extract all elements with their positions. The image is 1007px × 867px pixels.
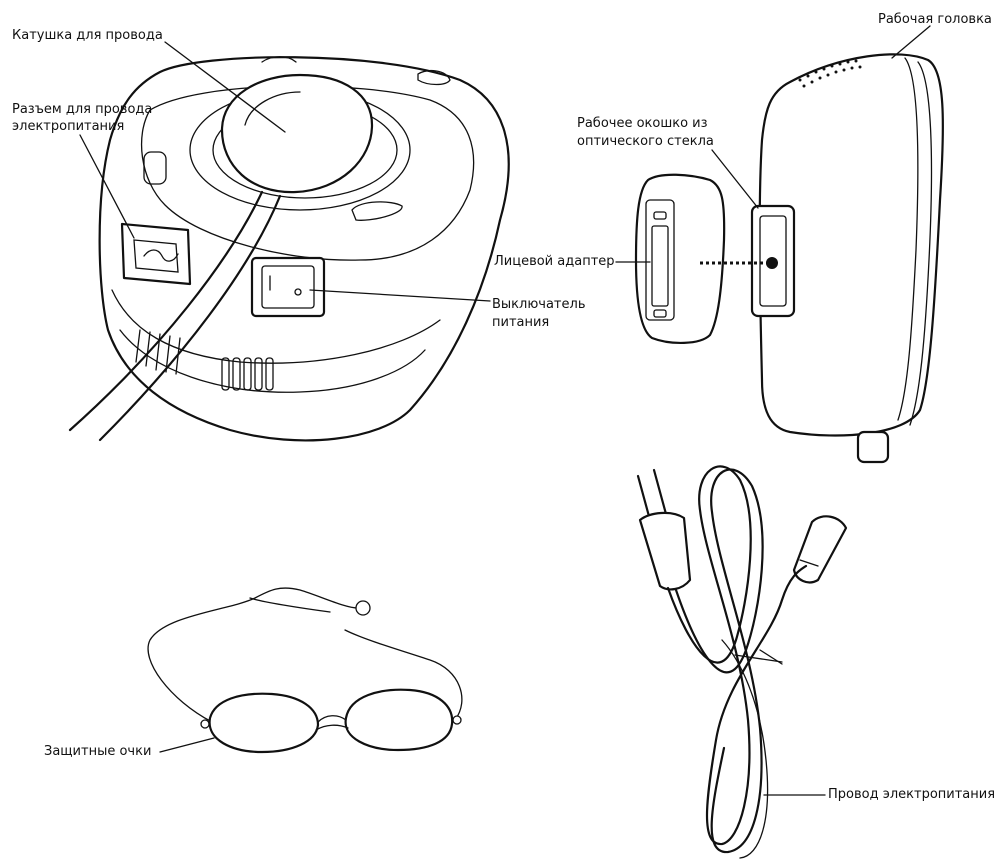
- safety-goggles: [147, 587, 463, 754]
- label-face-adapter: Лицевой адаптер: [494, 254, 615, 269]
- label-work-head: Рабочая головка: [878, 12, 992, 27]
- label-goggles: Защитные очки: [44, 744, 152, 759]
- label-optical-window-line2: оптического стекла: [577, 134, 714, 149]
- label-power-switch-line1: Выключатель: [492, 297, 586, 312]
- label-power-socket-line2: электропитания: [12, 119, 125, 134]
- head-vent-dots: [798, 59, 862, 88]
- label-coil: Катушка для провода: [12, 28, 163, 43]
- vent-slots-center: [221, 357, 274, 391]
- label-optical-window-line1: Рабочее окошко из: [577, 116, 708, 131]
- leader-lines: [79, 25, 931, 796]
- base-unit: [68, 56, 510, 442]
- power-cord: [636, 465, 848, 859]
- face-adapter: [634, 173, 778, 344]
- label-power-switch-line2: питания: [492, 315, 550, 330]
- label-power-cord: Провод электропитания: [828, 787, 996, 802]
- work-head: [750, 53, 944, 464]
- label-power-socket-line1: Разъем для провода: [12, 102, 153, 117]
